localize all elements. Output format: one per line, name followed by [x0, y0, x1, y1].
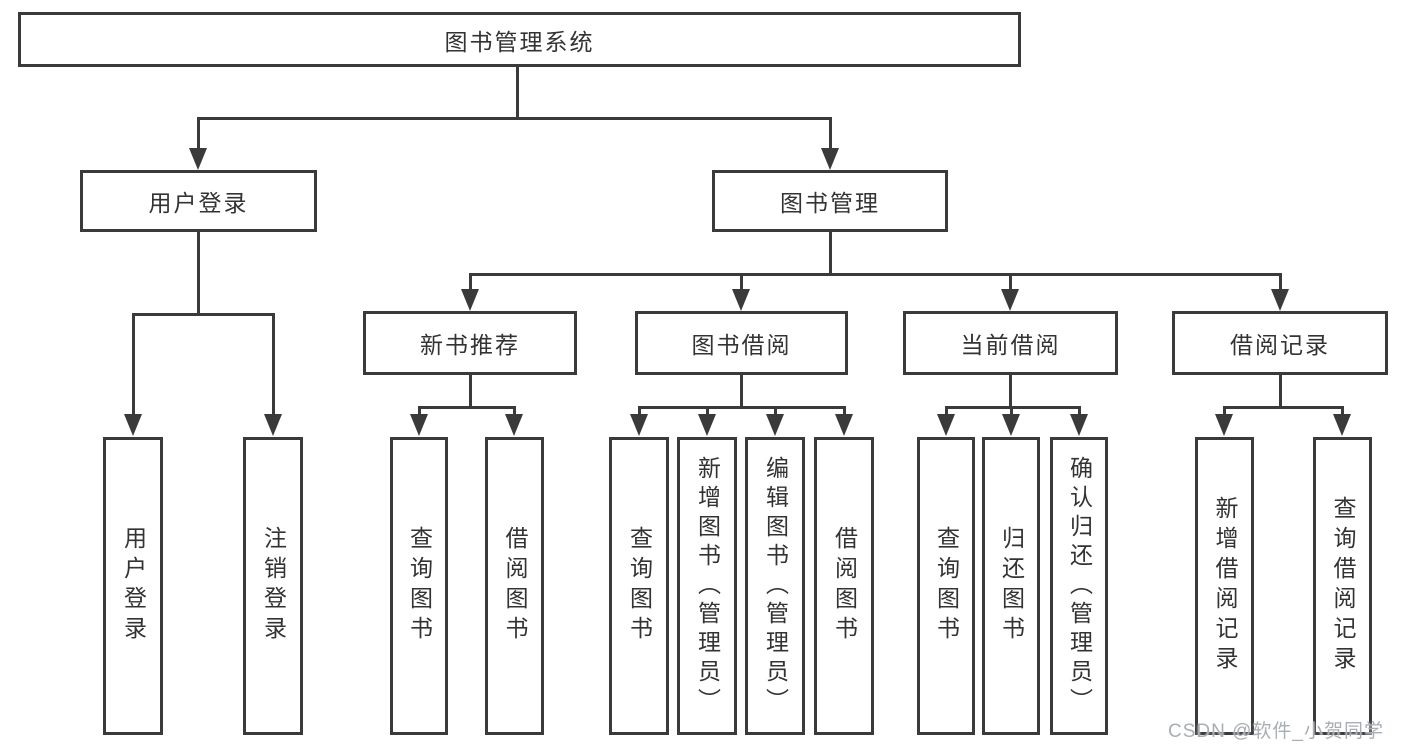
node-user-login-label: 用户登录	[148, 190, 249, 216]
leaf-nb-query-books: 查询图书	[390, 437, 448, 735]
connector-leaf-shaft	[1077, 406, 1081, 418]
connector-root-stem	[515, 67, 519, 120]
leaf-bb-edit-books-admin: 编辑图书（管理员）	[745, 437, 805, 735]
leaf-bb-query-books: 查询图书	[609, 437, 669, 735]
connector-leaf-shaft	[842, 406, 846, 418]
connector-to-leaf-logout-shaft	[271, 313, 275, 416]
arrowhead-down-icon	[124, 414, 142, 436]
connector-to-borrow-record-shaft	[1278, 273, 1282, 293]
node-borrow-record-label: 借阅记录	[1230, 332, 1330, 358]
connector-leaf-shaft	[417, 406, 421, 418]
leaf-br-query-record: 查询借阅记录	[1313, 437, 1372, 735]
leaf-user-login: 用户登录	[103, 437, 163, 735]
arrowhead-down-icon	[410, 414, 428, 436]
leaf-cb-confirm-return-admin: 确认归还（管理员）	[1050, 437, 1108, 735]
leaf-bb-borrow-books-label: 借阅图书	[831, 526, 858, 646]
arrowhead-down-icon	[937, 414, 955, 436]
node-library-system: 图书管理系统	[18, 12, 1021, 67]
connector-user-login-hline	[131, 313, 275, 316]
arrowhead-down-icon	[189, 148, 207, 170]
connector-to-user-login-shaft	[196, 117, 200, 151]
connector-book-management-stem	[828, 232, 832, 276]
connector-user-login-stem	[196, 232, 200, 316]
connector-leaf-shaft	[944, 406, 948, 418]
node-library-system-label: 图书管理系统	[444, 28, 595, 55]
connector-leaf-shaft	[512, 406, 516, 418]
connector-leaf-shaft	[637, 406, 641, 418]
arrowhead-down-icon	[505, 414, 523, 436]
connector-book-borrow-stem	[739, 375, 743, 409]
leaf-cb-return-books: 归还图书	[982, 437, 1040, 735]
leaf-cb-query-books: 查询图书	[917, 437, 975, 735]
leaf-bb-query-books-label: 查询图书	[626, 526, 653, 646]
arrowhead-down-icon	[821, 148, 839, 170]
leaf-br-add-record: 新增借阅记录	[1195, 437, 1254, 735]
connector-to-leaf-user-login-shaft	[131, 313, 135, 416]
arrowhead-down-icon	[1215, 414, 1233, 436]
arrowhead-down-icon	[766, 414, 784, 436]
node-book-borrow: 图书借阅	[635, 311, 848, 375]
connector-to-new-book-shaft	[468, 273, 472, 293]
leaf-logout: 注销登录	[243, 437, 303, 735]
connector-new-book-hline	[417, 406, 516, 409]
leaf-br-add-record-label: 新增借阅记录	[1212, 496, 1238, 676]
arrowhead-down-icon	[630, 414, 648, 436]
csdn-watermark: CSDN @软件_小贺同学	[1168, 721, 1384, 742]
connector-to-book-management-shaft	[828, 117, 832, 151]
arrowhead-down-icon	[1001, 289, 1019, 311]
connector-new-book-stem	[468, 375, 472, 409]
connector-leaf-shaft	[773, 406, 777, 418]
leaf-br-query-record-label: 查询借阅记录	[1330, 496, 1356, 676]
node-new-book-recommend: 新书推荐	[363, 311, 577, 375]
connector-to-current-borrow-shaft	[1008, 273, 1012, 293]
node-borrow-record: 借阅记录	[1172, 311, 1388, 375]
node-current-borrow-label: 当前借阅	[960, 332, 1061, 358]
node-user-login: 用户登录	[80, 170, 317, 232]
arrowhead-down-icon	[264, 414, 282, 436]
node-book-management: 图书管理	[712, 170, 948, 232]
connector-book-borrow-hline	[637, 406, 846, 409]
leaf-cb-query-books-label: 查询图书	[933, 526, 960, 646]
connector-leaf-shaft	[1223, 406, 1226, 418]
arrowhead-down-icon	[835, 414, 853, 436]
leaf-nb-borrow-books: 借阅图书	[485, 437, 544, 735]
connector-leaf-shaft	[1009, 406, 1013, 418]
arrowhead-down-icon	[1333, 414, 1351, 436]
leaf-nb-borrow-books-label: 借阅图书	[502, 526, 528, 646]
arrowhead-down-icon	[461, 289, 479, 311]
connector-to-book-borrow-shaft	[739, 273, 743, 293]
leaf-bb-edit-books-admin-label: 编辑图书（管理员）	[762, 455, 789, 717]
arrowhead-down-icon	[698, 414, 716, 436]
node-book-management-label: 图书管理	[780, 190, 880, 216]
node-new-book-recommend-label: 新书推荐	[420, 332, 520, 358]
leaf-bb-add-books-admin: 新增图书（管理员）	[677, 437, 737, 735]
connector-level3-hline	[468, 273, 1282, 276]
connector-borrow-record-hline	[1223, 406, 1344, 409]
arrowhead-down-icon	[1271, 289, 1289, 311]
leaf-logout-label: 注销登录	[260, 526, 287, 646]
connector-root-hline	[196, 117, 832, 120]
arrowhead-down-icon	[732, 289, 750, 311]
node-book-borrow-label: 图书借阅	[691, 332, 792, 358]
connector-current-borrow-hline	[944, 406, 1081, 409]
arrowhead-down-icon	[1002, 414, 1020, 436]
connector-leaf-shaft	[1341, 406, 1344, 418]
leaf-bb-add-books-admin-label: 新增图书（管理员）	[694, 455, 721, 717]
leaf-cb-confirm-return-admin-label: 确认归还（管理员）	[1066, 455, 1093, 717]
connector-current-borrow-stem	[1008, 375, 1012, 409]
node-current-borrow: 当前借阅	[903, 311, 1118, 375]
leaf-nb-query-books-label: 查询图书	[406, 526, 433, 646]
leaf-bb-borrow-books: 借阅图书	[814, 437, 874, 735]
connector-borrow-record-stem	[1278, 375, 1282, 409]
connector-leaf-shaft	[705, 406, 709, 418]
leaf-user-login-label: 用户登录	[120, 526, 147, 646]
arrowhead-down-icon	[1070, 414, 1088, 436]
leaf-cb-return-books-label: 归还图书	[998, 526, 1025, 646]
